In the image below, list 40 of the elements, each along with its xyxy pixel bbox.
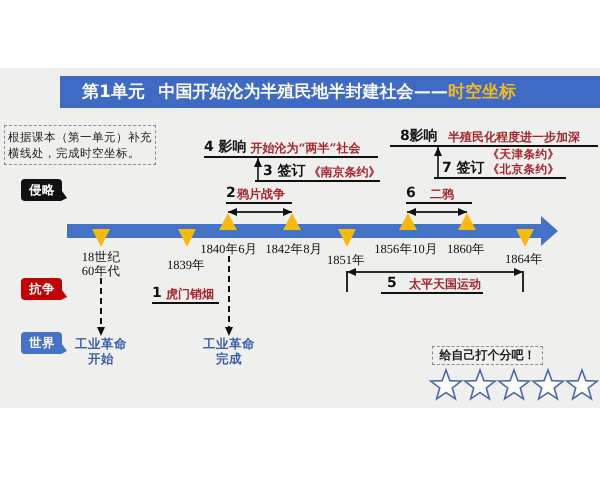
dashed-arrow bbox=[97, 278, 105, 336]
answer-text: 《南京条约》 bbox=[308, 164, 381, 180]
answer-text: 虎门销烟 bbox=[166, 286, 214, 302]
event-text: 工业革命完成 bbox=[203, 336, 255, 366]
date-label: 1840年6月 bbox=[200, 242, 258, 256]
date-label: 1839年 bbox=[167, 258, 205, 272]
answer-text: 《天津条约》《北京条约》 bbox=[488, 147, 561, 177]
answer-text: 太平天国运动 bbox=[408, 276, 481, 292]
dashed-arrow bbox=[225, 256, 233, 336]
date-label: 1860年 bbox=[447, 242, 485, 256]
date-label: 1842年8月 bbox=[265, 242, 323, 256]
question-label: 5 bbox=[387, 275, 397, 292]
question-label: 2 bbox=[226, 185, 236, 202]
question-label: 4 影响 bbox=[204, 139, 247, 156]
fill-in-line bbox=[255, 163, 380, 182]
question-label: 3 签订 bbox=[263, 163, 306, 180]
prompt-box: 给自己打个分吧！ bbox=[432, 346, 543, 365]
instruction-box: 根据课本（第一单元）补充横线处，完成时空坐标。 bbox=[4, 125, 156, 165]
question-label: 8影响 bbox=[400, 128, 438, 145]
date-label: 1851年 bbox=[327, 253, 365, 267]
callout-tag: 侵略 bbox=[21, 179, 67, 201]
arrow bbox=[254, 158, 262, 182]
question-label: 7 签订 bbox=[442, 160, 485, 177]
answer-text: 鸦片战争 bbox=[236, 186, 285, 202]
callout-tag: 世界 bbox=[21, 332, 67, 354]
date-label: 18世纪60年代 bbox=[81, 250, 121, 278]
answer-text: 二鸦 bbox=[430, 186, 454, 202]
title-banner: 第1单元 中国开始沦为半殖民地半封建社会——时空坐标 bbox=[60, 76, 600, 108]
answer-text: 开始沦为“两半”社会 bbox=[250, 140, 360, 156]
date-label: 1856年10月 bbox=[374, 242, 438, 256]
answer-text: 半殖民化程度进一步加深 bbox=[448, 129, 580, 145]
question-label: 1 bbox=[152, 285, 162, 302]
fill-in-line bbox=[390, 128, 598, 147]
arrow bbox=[434, 147, 442, 179]
callout-tag: 抗争 bbox=[21, 278, 67, 300]
question-label: 6 bbox=[406, 185, 416, 202]
date-label: 1864年 bbox=[505, 252, 543, 266]
fill-in-line bbox=[434, 147, 566, 179]
event-text: 工业革命开始 bbox=[75, 336, 127, 366]
fill-in-line bbox=[204, 139, 378, 158]
